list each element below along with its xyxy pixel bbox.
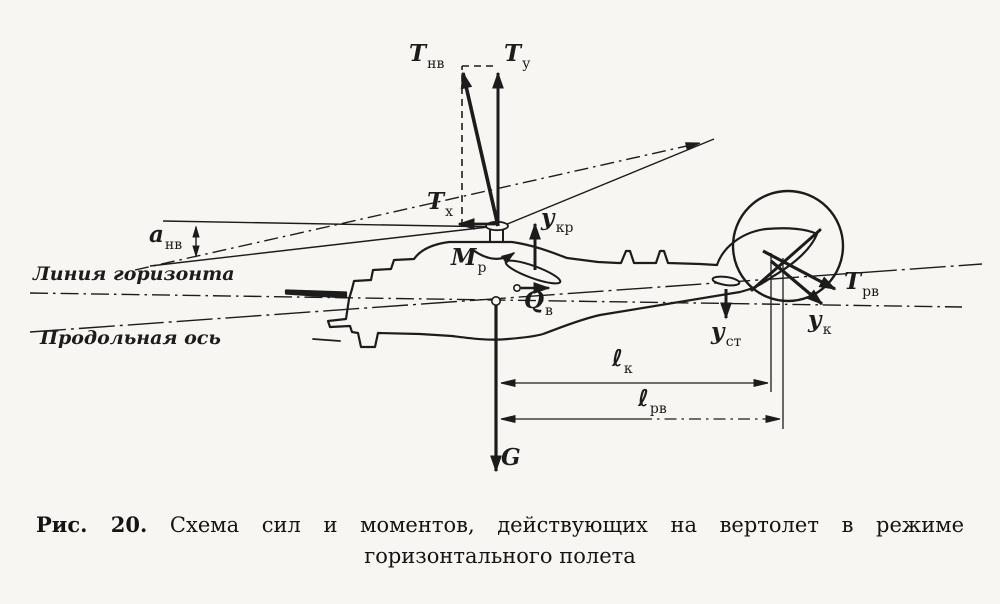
nose-boom: [284, 289, 348, 299]
label-t-y-sub: у: [522, 56, 531, 72]
vector-t-rv: [762, 249, 837, 291]
label-l-k-main: ℓ: [612, 345, 623, 372]
q-v-application-point: [512, 283, 521, 292]
label-m-r-sub: р: [477, 260, 487, 276]
label-longitudinal-axis: Продольная ось: [40, 327, 221, 349]
construction-lines: [29, 65, 983, 333]
label-y-k-main: у: [808, 306, 822, 333]
label-y-kr: укр: [541, 204, 573, 235]
rotor-mast: [489, 229, 504, 243]
label-a-nv-main: а: [149, 221, 164, 248]
longitudinal-axis-line: [29, 263, 983, 333]
figure-caption-line2: горизонтального полета: [364, 544, 636, 568]
vector-m-r-moment-arc: [472, 249, 516, 265]
label-l-k: ℓк: [612, 345, 633, 376]
label-horizon-line: Линия горизонта: [33, 263, 235, 285]
label-l-rv-main: ℓ: [638, 385, 649, 412]
figure-caption-line1: Рис. 20. Схема сил и моментов, действующ…: [36, 509, 964, 541]
center-of-gravity-point: [490, 295, 501, 306]
label-t-nv-main: Т: [409, 40, 427, 67]
rotor-disc-line-right: [499, 138, 715, 228]
label-g: G: [501, 446, 521, 469]
label-t-x: Тх: [427, 188, 453, 219]
label-t-y: Ту: [504, 40, 530, 71]
label-t-rv: Трв: [844, 268, 879, 299]
label-t-nv-sub: нв: [427, 56, 445, 72]
label-t-x-main: Т: [427, 188, 445, 215]
label-t-x-sub: х: [445, 204, 454, 220]
label-t-rv-sub: рв: [862, 284, 879, 300]
dimension-lines: [501, 253, 784, 429]
label-l-k-sub: к: [623, 361, 633, 377]
figure-number: Рис. 20.: [36, 512, 148, 537]
label-l-rv-sub: рв: [649, 401, 667, 417]
helicopter-fuselage: [326, 227, 819, 349]
label-g-main: G: [501, 444, 521, 471]
label-m-r: Мр: [451, 244, 486, 275]
label-t-y-main: Т: [504, 40, 522, 67]
tail-rotor-blade: [750, 228, 822, 292]
label-q-v: Qв: [524, 287, 553, 318]
label-a-nv: анв: [149, 221, 182, 252]
figure-caption: Рис. 20. Схема сил и моментов, действующ…: [0, 509, 1000, 572]
vector-t-nv: [460, 71, 500, 227]
label-y-k: ук: [808, 306, 832, 337]
figure-caption-text: Схема сил и моментов, действующих на вер…: [169, 513, 964, 537]
label-m-r-main: М: [451, 244, 477, 271]
vector-y-k: [769, 259, 824, 306]
label-y-kr-sub: кр: [555, 220, 574, 236]
helicopter-silhouette: [284, 189, 845, 349]
label-a-nv-sub: нв: [164, 237, 183, 253]
label-t-rv-main: Т: [844, 268, 862, 295]
label-y-st-main: у: [711, 318, 725, 345]
label-l-rv: ℓрв: [638, 385, 667, 416]
force-vectors: [457, 71, 837, 473]
tail-rotor-disc: [731, 189, 845, 303]
label-y-k-sub: к: [822, 322, 832, 338]
airflow-direction-line: [134, 143, 700, 271]
rotor-disc-line-left: [162, 220, 501, 228]
label-q-v-main: Q: [524, 287, 545, 314]
label-q-v-sub: в: [545, 303, 553, 319]
wing-airfoil: [504, 259, 562, 285]
label-t-nv: Тнв: [409, 40, 444, 71]
stabilizer-airfoil: [711, 275, 741, 287]
label-y-st: уст: [711, 318, 741, 349]
label-y-kr-main: у: [541, 204, 555, 231]
nose-chin-step: [312, 338, 341, 342]
label-y-st-sub: ст: [725, 334, 742, 350]
hub-reference-line: [149, 225, 498, 267]
